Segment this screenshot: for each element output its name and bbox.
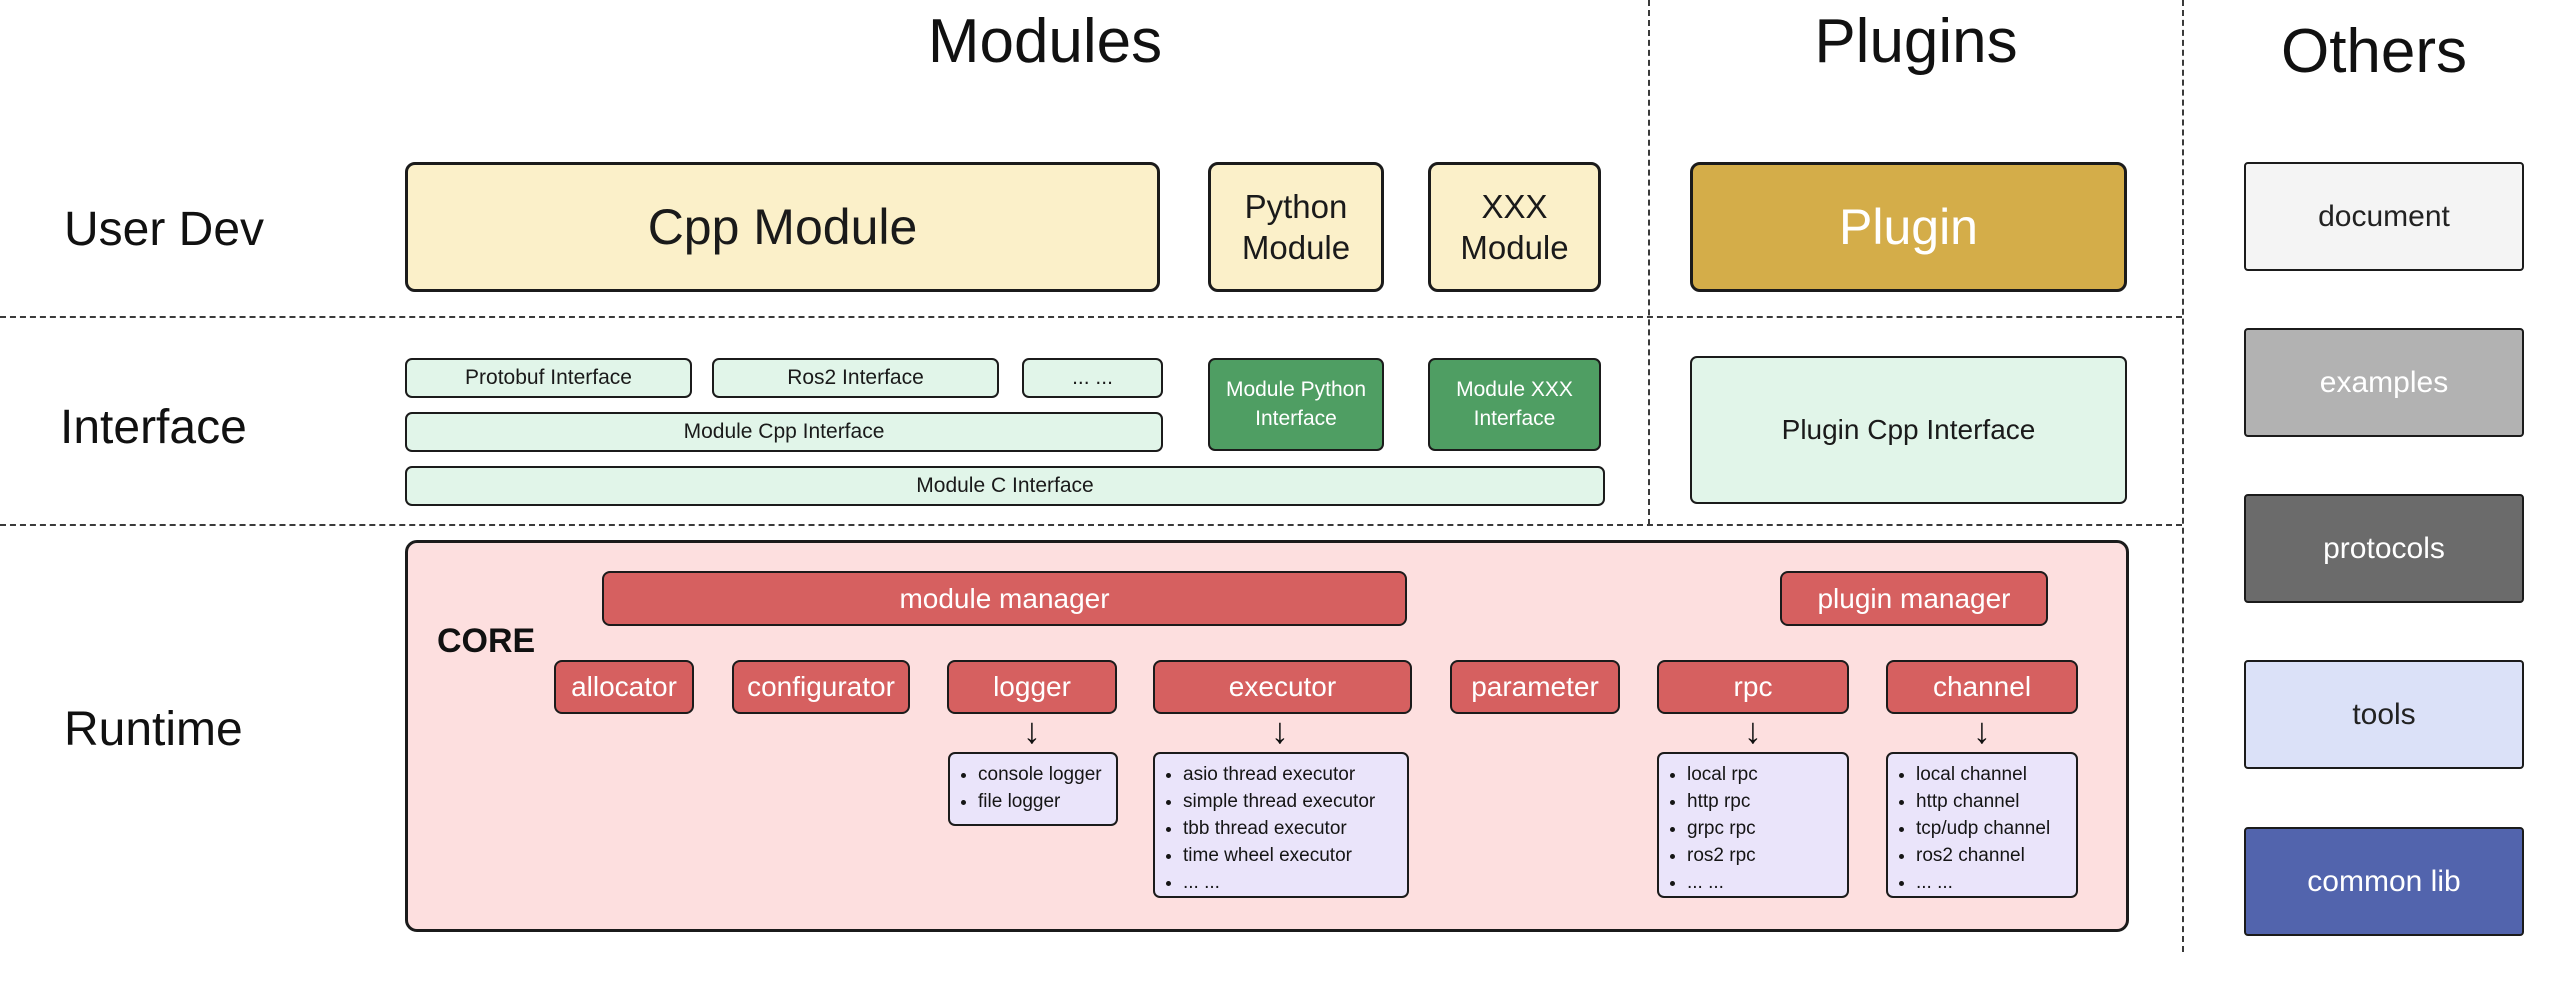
list-item: ... ... [1916,870,2072,897]
others-header: Others [2280,17,2468,86]
module-xxx-interface-box: Module XXX Interface [1428,358,1601,451]
plugins-others-divider [2182,0,2184,952]
channel-box: channel [1886,660,2078,714]
list-item: local channel [1916,762,2072,789]
list-item: ros2 rpc [1687,843,1843,870]
list-item: ... ... [1183,870,1403,897]
module-python-interface-box: Module Python Interface [1208,358,1384,451]
plugin-manager-box: plugin manager [1780,571,2048,626]
module-manager-box: module manager [602,571,1407,626]
userdev-interface-divider [0,316,2182,318]
list-item: http channel [1916,789,2072,816]
module-cpp-interface-box: Module Cpp Interface [405,412,1163,452]
logger-detail-list: console logger file logger [948,752,1118,826]
list-item: local rpc [1687,762,1843,789]
logger-box: logger [947,660,1117,714]
ellipsis-interface-box: ... ... [1022,358,1163,398]
list-item: ros2 channel [1916,843,2072,870]
list-item: ... ... [1687,870,1843,897]
executor-detail-list: asio thread executor simple thread execu… [1153,752,1409,898]
row-label-interface: Interface [60,401,247,454]
modules-plugins-divider [1648,0,1650,525]
configurator-box: configurator [732,660,910,714]
list-item: asio thread executor [1183,762,1403,789]
down-arrow-icon: ↓ [1744,710,1762,751]
list-item: simple thread executor [1183,789,1403,816]
others-examples-box: examples [2244,328,2524,437]
allocator-box: allocator [554,660,694,714]
rpc-box: rpc [1657,660,1849,714]
rpc-detail-list: local rpc http rpc grpc rpc ros2 rpc ...… [1657,752,1849,898]
plugins-header: Plugins [1814,7,2018,76]
interface-runtime-divider [0,524,2182,526]
row-label-user-dev: User Dev [64,203,265,256]
list-item: file logger [978,789,1112,816]
list-item: console logger [978,762,1112,789]
executor-box: executor [1153,660,1412,714]
list-item: tcp/udp channel [1916,816,2072,843]
parameter-box: parameter [1450,660,1620,714]
down-arrow-icon: ↓ [1023,710,1041,751]
down-arrow-icon: ↓ [1973,710,1991,751]
list-item: tbb thread executor [1183,816,1403,843]
row-label-runtime: Runtime [64,703,243,756]
plugin-box: Plugin [1690,162,2127,292]
list-item: http rpc [1687,789,1843,816]
protobuf-interface-box: Protobuf Interface [405,358,692,398]
down-arrow-icon: ↓ [1271,710,1289,751]
channel-detail-list: local channel http channel tcp/udp chann… [1886,752,2078,898]
module-c-interface-box: Module C Interface [405,466,1605,506]
others-protocols-box: protocols [2244,494,2524,603]
cpp-module-box: Cpp Module [405,162,1160,292]
core-label: CORE [437,622,536,660]
ros2-interface-box: Ros2 Interface [712,358,999,398]
python-module-box: Python Module [1208,162,1384,292]
list-item: time wheel executor [1183,843,1403,870]
plugin-cpp-interface-box: Plugin Cpp Interface [1690,356,2127,504]
others-document-box: document [2244,162,2524,271]
modules-header: Modules [927,7,1163,76]
others-common-lib-box: common lib [2244,827,2524,936]
list-item: grpc rpc [1687,816,1843,843]
others-tools-box: tools [2244,660,2524,769]
xxx-module-box: XXX Module [1428,162,1601,292]
